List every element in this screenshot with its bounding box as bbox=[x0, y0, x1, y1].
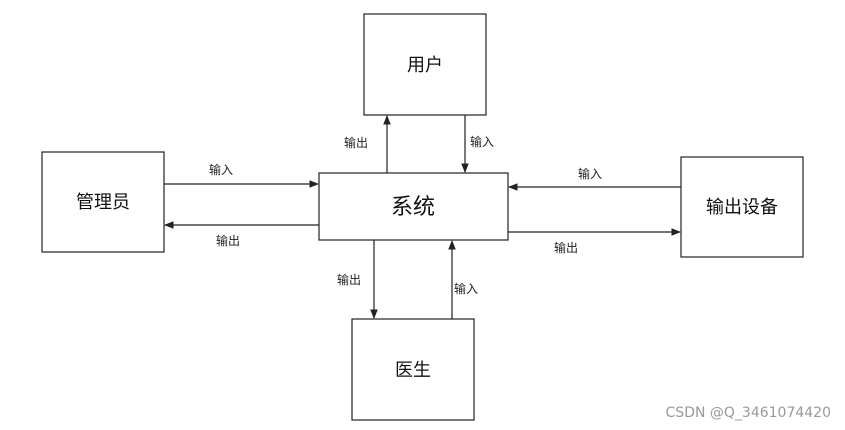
node-system-label: 系统 bbox=[391, 195, 435, 220]
edge-system-to-doctor-label: 输出 bbox=[337, 272, 361, 287]
node-admin-label: 管理员 bbox=[76, 192, 130, 213]
node-output-device: 输出设备 bbox=[680, 156, 804, 258]
edge-user-to-system-label: 输入 bbox=[470, 134, 494, 149]
edge-admin-to-system-label: 输入 bbox=[209, 162, 233, 177]
edge-system-to-admin-label: 输出 bbox=[216, 233, 240, 248]
edge-system-to-device-label: 输出 bbox=[554, 240, 578, 255]
edge-system-to-user-label: 输出 bbox=[344, 135, 368, 150]
node-doctor: 医生 bbox=[351, 318, 475, 421]
node-user: 用户 bbox=[363, 13, 487, 116]
node-doctor-label: 医生 bbox=[395, 360, 431, 381]
node-user-label: 用户 bbox=[407, 55, 443, 76]
edge-doctor-to-system-label: 输入 bbox=[454, 281, 478, 296]
edge-device-to-system-label: 输入 bbox=[578, 166, 602, 181]
node-system: 系统 bbox=[318, 172, 509, 241]
node-admin: 管理员 bbox=[41, 151, 165, 253]
node-output-device-label: 输出设备 bbox=[706, 197, 778, 218]
watermark: CSDN @Q_3461074420 bbox=[665, 405, 831, 421]
